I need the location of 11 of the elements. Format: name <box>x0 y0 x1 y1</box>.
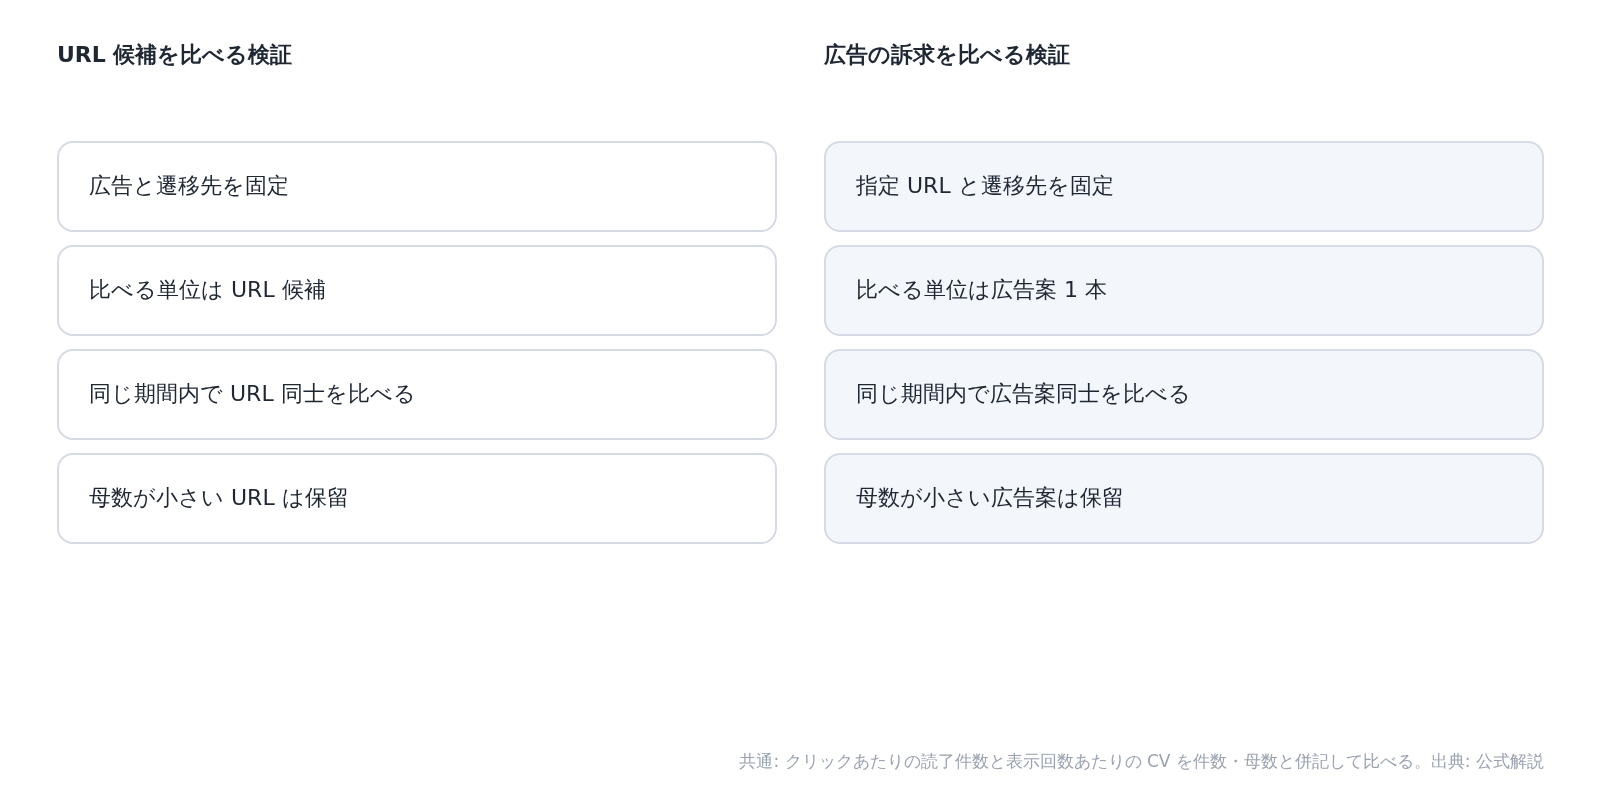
criteria-card: 比べる単位は広告案 1 本 <box>824 245 1544 336</box>
criteria-card: 広告と遷移先を固定 <box>57 141 777 232</box>
criteria-card: 同じ期間内で URL 同士を比べる <box>57 349 777 440</box>
column-heading: URL 候補を比べる検証 <box>57 41 293 69</box>
criteria-card: 比べる単位は URL 候補 <box>57 245 777 336</box>
criteria-card: 母数が小さい広告案は保留 <box>824 453 1544 544</box>
criteria-card: 指定 URL と遷移先を固定 <box>824 141 1544 232</box>
criteria-card: 母数が小さい URL は保留 <box>57 453 777 544</box>
criteria-card: 同じ期間内で広告案同士を比べる <box>824 349 1544 440</box>
column-heading: 広告の訴求を比べる検証 <box>824 41 1070 69</box>
footnote: 共通: クリックあたりの読了件数と表示回数あたりの CV を件数・母数と併記して比べる。出典: 公式解説 <box>739 750 1544 773</box>
